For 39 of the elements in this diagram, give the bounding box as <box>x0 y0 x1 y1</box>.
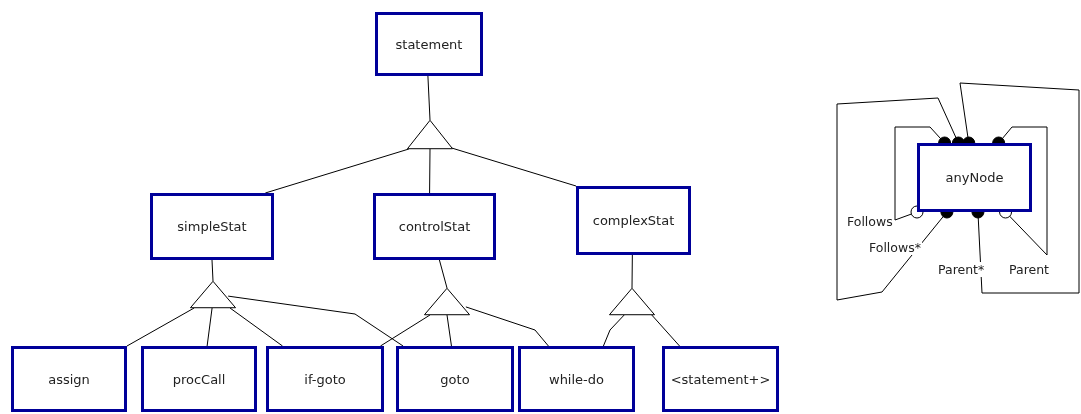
generalization-triangle <box>424 288 470 315</box>
connector-line <box>379 314 431 347</box>
connector-line <box>211 259 214 282</box>
class-box: if-goto <box>266 346 384 412</box>
class-box: while-do <box>518 346 635 412</box>
edge-label: Parent <box>1008 262 1050 277</box>
connector-line <box>429 148 431 194</box>
connector-line <box>631 254 633 289</box>
class-box: assign <box>11 346 127 412</box>
class-box: statement <box>375 12 483 76</box>
connector-line <box>229 307 283 347</box>
connector-line <box>206 307 213 347</box>
class-box: goto <box>396 346 514 412</box>
class-box: simpleStat <box>150 193 274 260</box>
connector-line <box>126 307 195 347</box>
self-loop-connector <box>836 97 965 301</box>
self-loop-connector <box>959 82 1080 294</box>
connector-line <box>465 306 549 347</box>
connector-line <box>602 314 625 347</box>
self-loop-connector <box>992 126 1048 256</box>
class-box: complexStat <box>576 186 691 255</box>
connector-line <box>651 314 681 347</box>
class-box: controlStat <box>373 193 496 260</box>
generalization-triangle <box>190 281 236 308</box>
edge-label: Parent* <box>937 262 986 277</box>
generalization-triangle <box>407 120 453 149</box>
edge-label: Follows* <box>868 240 922 255</box>
class-box: procCall <box>141 346 257 412</box>
connector-line <box>264 148 410 194</box>
class-box: anyNode <box>917 143 1032 212</box>
connector-line <box>427 75 431 121</box>
connector-line <box>451 147 577 187</box>
edge-label: Follows <box>846 214 894 229</box>
connector-line <box>227 295 404 347</box>
self-loop-connector <box>894 126 952 221</box>
connector-line <box>446 314 452 347</box>
generalization-triangle <box>609 288 655 315</box>
connector-line <box>438 259 448 289</box>
class-box: <statement+> <box>662 346 779 412</box>
